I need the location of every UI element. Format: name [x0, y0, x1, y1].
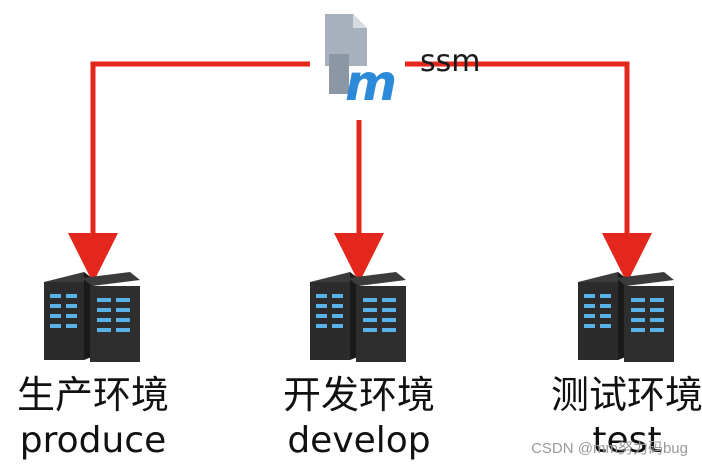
server-rack-icon [310, 272, 406, 362]
svg-text:m: m [345, 54, 397, 112]
server-rack-icon [578, 272, 674, 362]
env-name-en: test [592, 420, 662, 461]
arrow-to-test [405, 61, 652, 283]
arrow-to-produce [68, 61, 310, 283]
env-label-test: 测试环境 test [537, 376, 702, 459]
project-name: ssm [420, 44, 481, 79]
env-name-zh: 生产环境 [16, 373, 169, 417]
env-name-zh: 测试环境 [550, 373, 702, 417]
env-name-en: develop [287, 420, 431, 461]
maven-m-icon: m [325, 14, 397, 112]
connectors [68, 61, 652, 283]
env-name-zh: 开发环境 [282, 373, 435, 417]
env-label-develop: 开发环境 develop [269, 376, 449, 459]
env-label-produce: 生产环境 produce [3, 376, 183, 459]
env-name-en: produce [19, 420, 167, 461]
server-rack-icon [44, 272, 140, 362]
watermark: CSDN @mm努力码bug [531, 440, 688, 457]
